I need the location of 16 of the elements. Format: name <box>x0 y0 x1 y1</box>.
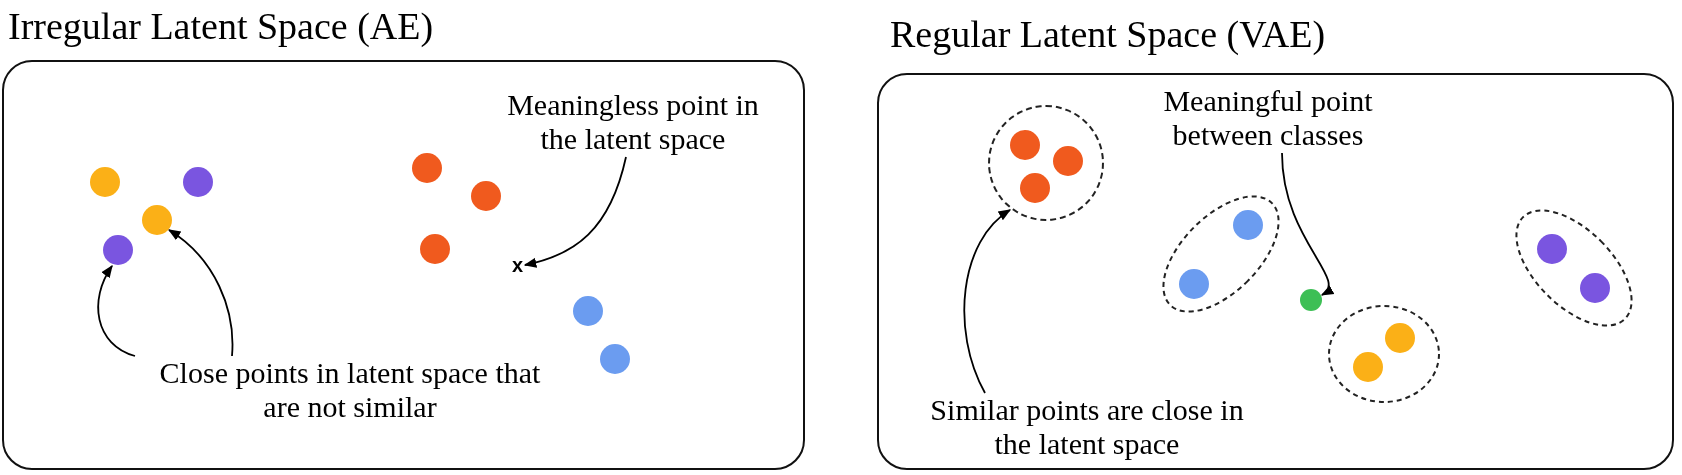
point-marker: x <box>511 252 524 278</box>
data-point <box>1300 289 1322 311</box>
leader-arrow <box>97 264 136 357</box>
leader-arrow <box>1281 152 1334 296</box>
annotation-text: Meaningless point in the latent space <box>498 88 768 156</box>
annotation-text: Meaningful point between classes <box>1143 84 1393 152</box>
annotation-text: Close points in latent space that are not similar <box>150 356 550 424</box>
data-point <box>142 205 172 235</box>
data-point <box>103 235 133 265</box>
panel-title: Regular Latent Space (VAE) <box>890 12 1326 56</box>
leader-arrow <box>167 229 234 357</box>
annotation-text: Similar points are close in the latent space <box>922 393 1252 461</box>
leader-arrow <box>523 156 627 268</box>
leader-arrow <box>963 209 1011 394</box>
panel-title: Irregular Latent Space (AE) <box>8 4 434 48</box>
cluster-outline <box>988 105 1104 221</box>
